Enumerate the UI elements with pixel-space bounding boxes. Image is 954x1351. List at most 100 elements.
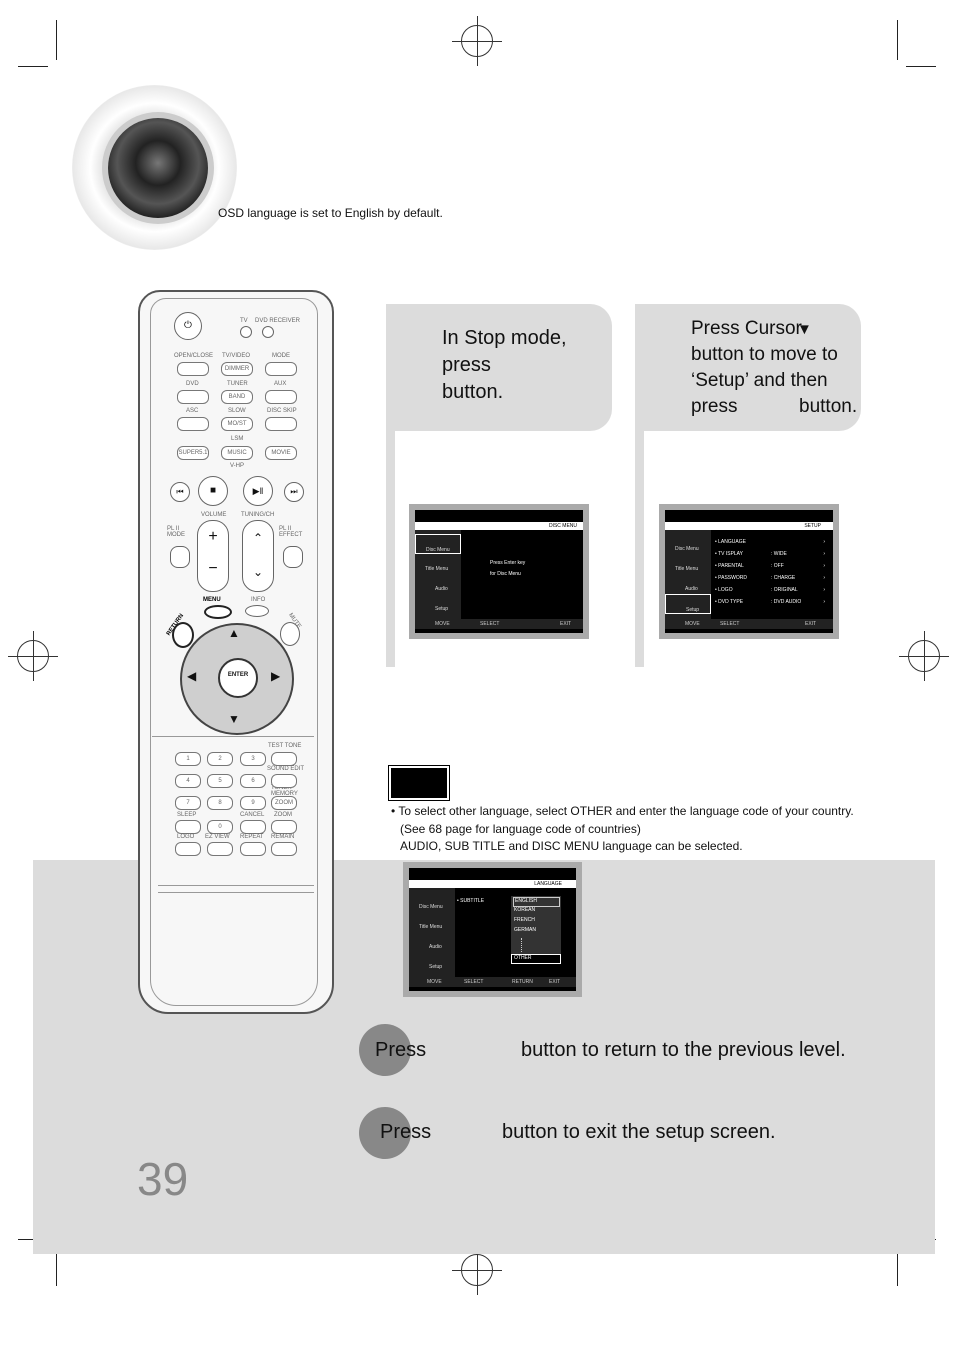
play-pause-button[interactable]: ▶‖: [243, 476, 273, 506]
step-1-line-2: press: [442, 354, 491, 376]
skip-forward-button[interactable]: ⏭: [284, 482, 304, 502]
info-button[interactable]: [245, 605, 269, 617]
tuning-rocker[interactable]: ⌃⌄: [242, 520, 274, 592]
open-close-button[interactable]: [177, 362, 209, 376]
return-button[interactable]: [172, 622, 194, 648]
number-7-button[interactable]: 7: [175, 796, 201, 810]
super51-button[interactable]: SUPER5.1: [177, 446, 209, 460]
stop-button[interactable]: ■: [198, 476, 228, 506]
setup-row-parental[interactable]: • PARENTAL: OFF›: [715, 563, 825, 569]
setup-row-dvd-type[interactable]: • DVD TYPE: DVD AUDIO›: [715, 599, 825, 605]
registration-mark-right: [899, 631, 949, 681]
sleep-button[interactable]: [175, 820, 201, 834]
number-5-button[interactable]: 5: [207, 774, 233, 788]
step-4-circle: [359, 1024, 411, 1076]
dvd-button[interactable]: [177, 390, 209, 404]
menu-audio[interactable]: Audio: [429, 944, 442, 950]
footer-move: MOVE: [427, 979, 442, 985]
step-2-line-3: ‘Setup’ and then: [691, 370, 828, 391]
cursor-left-icon[interactable]: ◀: [187, 669, 197, 683]
screen-header: DISC MENU: [415, 522, 583, 530]
remote-label-ez-view: EZ VIEW: [205, 834, 230, 840]
setup-row-tv-display[interactable]: • TV ISPLAY: WIDE›: [715, 551, 825, 557]
pl2-mode-button[interactable]: [170, 546, 190, 568]
remote-label-remain: REMAIN: [271, 834, 295, 840]
enter-button[interactable]: ENTER: [218, 658, 258, 698]
press-return-press: Press: [375, 1039, 427, 1061]
cursor-up-icon[interactable]: ▲: [228, 626, 240, 640]
step-2-connector: [635, 431, 644, 667]
language-option-other[interactable]: OTHER: [511, 954, 561, 964]
menu-title-menu[interactable]: Title Menu: [425, 566, 449, 572]
zoom-small-button[interactable]: ZOOM: [271, 796, 297, 810]
asc-button[interactable]: [177, 417, 209, 431]
number-2-button[interactable]: 2: [207, 752, 233, 766]
volume-rocker[interactable]: +−: [197, 520, 229, 592]
zoom-button[interactable]: [271, 820, 297, 834]
disc-skip-button[interactable]: [265, 417, 297, 431]
logo-button[interactable]: [175, 842, 201, 856]
language-option-french[interactable]: FRENCH: [514, 917, 535, 923]
cancel-button[interactable]: [240, 820, 266, 834]
language-option-korean[interactable]: KOREAN: [514, 907, 536, 913]
music-button[interactable]: MUSIC: [221, 446, 253, 460]
menu-setup[interactable]: Setup: [429, 964, 443, 970]
remote-dvd-receiver-button[interactable]: [262, 326, 274, 338]
menu-title-menu[interactable]: Title Menu: [675, 566, 699, 572]
menu-setup[interactable]: Setup: [665, 594, 711, 614]
number-3-button[interactable]: 3: [240, 752, 266, 766]
language-row-subtitle[interactable]: • SUBTITLE: [457, 898, 485, 904]
number-6-button[interactable]: 6: [240, 774, 266, 788]
mode-button[interactable]: [265, 362, 297, 376]
remote-label-tuner-memory: TUNER MEMORY: [271, 785, 298, 797]
repeat-button[interactable]: [240, 842, 266, 856]
menu-disc-menu[interactable]: Disc Menu: [675, 546, 699, 552]
number-4-button[interactable]: 4: [175, 774, 201, 788]
remain-button[interactable]: [271, 842, 297, 856]
number-1-button[interactable]: 1: [175, 752, 201, 766]
remote-label-pl2-effect: PL II EFFECT: [279, 526, 303, 538]
screen-header-title: SETUP: [804, 523, 821, 529]
number-0-button[interactable]: 0: [207, 820, 233, 834]
setup-row-language[interactable]: • LANGUAGE›: [715, 539, 825, 545]
step-1-line-3: button.: [442, 381, 504, 403]
step-1-line-1: In Stop mode,: [442, 327, 567, 349]
power-button[interactable]: ⏻: [174, 312, 202, 340]
remote-label-v-hp: V-HP: [230, 463, 245, 469]
band-button[interactable]: BAND: [221, 390, 253, 404]
setup-row-logo[interactable]: • LOGO: ORIGINAL›: [715, 587, 825, 593]
screen-body-line-2: for Disc Menu: [490, 571, 521, 577]
menu-audio[interactable]: Audio: [685, 586, 698, 592]
sound-edit-button[interactable]: [271, 774, 297, 788]
footer-exit: EXIT: [549, 979, 561, 985]
menu-setup[interactable]: Setup: [435, 606, 449, 612]
skip-back-button[interactable]: ⏮: [170, 482, 190, 502]
remote-label-tv: TV: [240, 318, 248, 324]
remote-label-dvd: DVD: [186, 381, 199, 387]
number-8-button[interactable]: 8: [207, 796, 233, 810]
ez-view-button[interactable]: [207, 842, 233, 856]
pl2-effect-button[interactable]: [283, 546, 303, 568]
menu-button[interactable]: [204, 605, 232, 619]
dimmer-button[interactable]: DIMMER: [221, 362, 253, 376]
menu-disc-menu[interactable]: Disc Menu: [419, 904, 443, 910]
cursor-right-icon[interactable]: ▶: [271, 669, 281, 683]
setup-screen: SETUP Disc Menu Title Menu Audio Setup •…: [659, 504, 839, 639]
mo-st-button[interactable]: MO/ST: [221, 417, 253, 431]
cursor-down-icon[interactable]: ▼: [228, 712, 240, 726]
step-2-line-4-button: button.: [799, 396, 858, 417]
remote-tv-button[interactable]: [240, 326, 252, 338]
setup-row-password[interactable]: • PASSWORD: CHARGE›: [715, 575, 825, 581]
mute-button[interactable]: [280, 622, 300, 646]
number-9-button[interactable]: 9: [240, 796, 266, 810]
menu-disc-menu[interactable]: Disc Menu: [415, 534, 461, 554]
remote-label-mode: MODE: [272, 353, 290, 359]
test-tone-button[interactable]: [271, 752, 297, 766]
language-option-english[interactable]: ENGLISH: [513, 897, 560, 907]
aux-button[interactable]: [265, 390, 297, 404]
menu-title-menu[interactable]: Title Menu: [419, 924, 443, 930]
menu-audio[interactable]: Audio: [435, 586, 448, 592]
language-list-dots: [521, 938, 522, 952]
movie-button[interactable]: MOVIE: [265, 446, 297, 460]
language-option-german[interactable]: GERMAN: [514, 927, 536, 933]
